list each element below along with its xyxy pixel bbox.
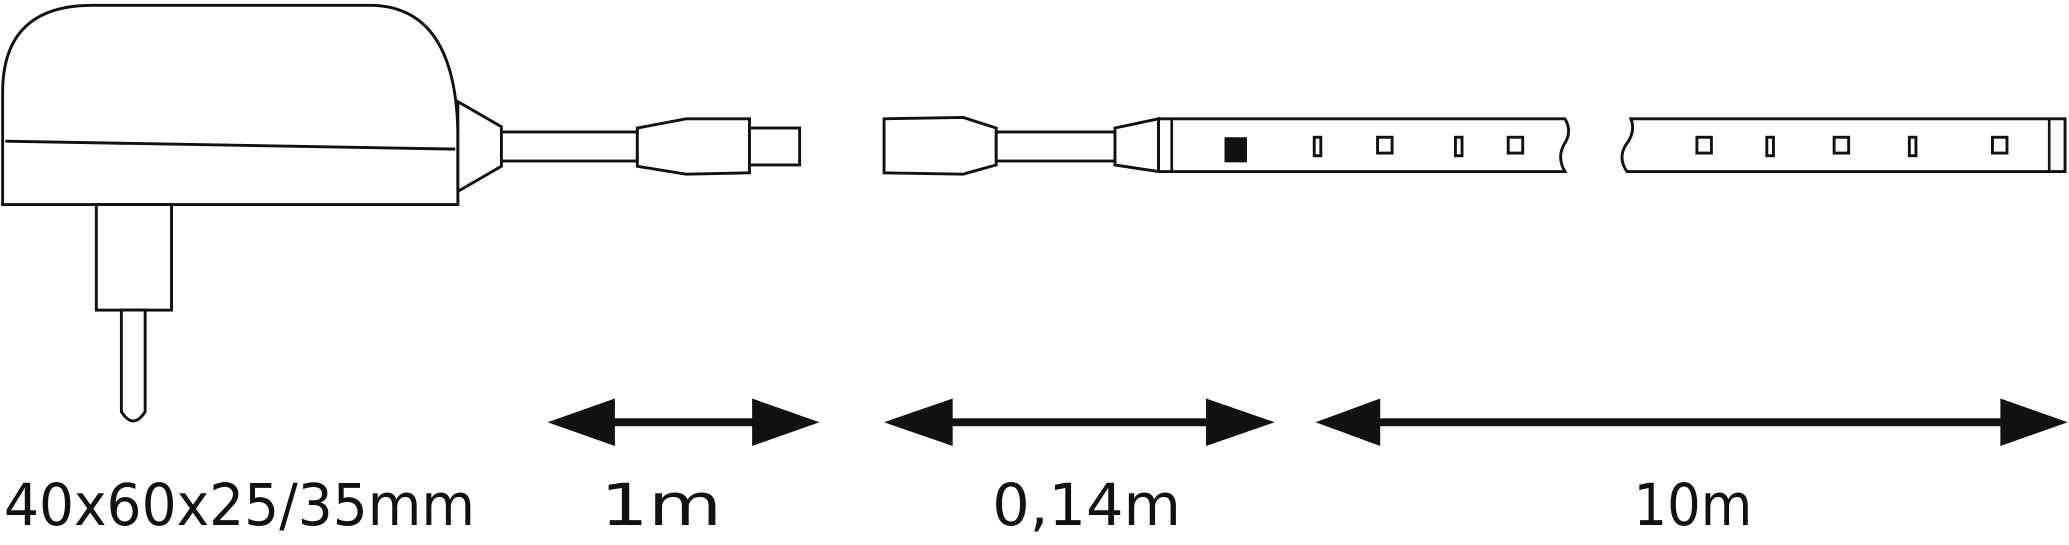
led: [1695, 135, 1713, 155]
led: [1991, 135, 2009, 155]
led: [1453, 135, 1464, 158]
led: [1832, 135, 1851, 155]
plug-stem: [94, 203, 173, 312]
led: [1506, 135, 1525, 155]
adapter-divider-line: [5, 139, 456, 151]
power-adapter: [1, 3, 503, 423]
plug-pin: [119, 308, 147, 423]
dimension-arrow-connector-cable: [884, 398, 1275, 447]
led: [1312, 135, 1323, 158]
connector-cable-length-label: 0,14m: [992, 471, 1181, 539]
male-connector: [635, 117, 751, 176]
connector-pin: [748, 126, 802, 167]
dimension-arrow-strip: [1315, 398, 2068, 447]
adapter-dimensions-label: 40x60x25/35mm: [4, 471, 475, 539]
supply-cable: [499, 130, 639, 163]
strip-length-label: 10m: [1634, 471, 1753, 539]
adapter-cable-boot: [456, 99, 503, 194]
led-strip-start: [1157, 117, 1571, 174]
controller-chip: [1224, 137, 1247, 163]
female-connector: [882, 116, 998, 176]
led: [1376, 135, 1394, 155]
led: [1907, 135, 1918, 158]
supply-cable-length-label: 1m: [600, 471, 721, 539]
led-strip-end: [1620, 117, 2067, 174]
connector-cable: [994, 130, 1117, 163]
dimension-arrow-supply-cable: [547, 398, 820, 447]
led: [1765, 135, 1775, 158]
strip-cable-boot: [1113, 116, 1160, 174]
